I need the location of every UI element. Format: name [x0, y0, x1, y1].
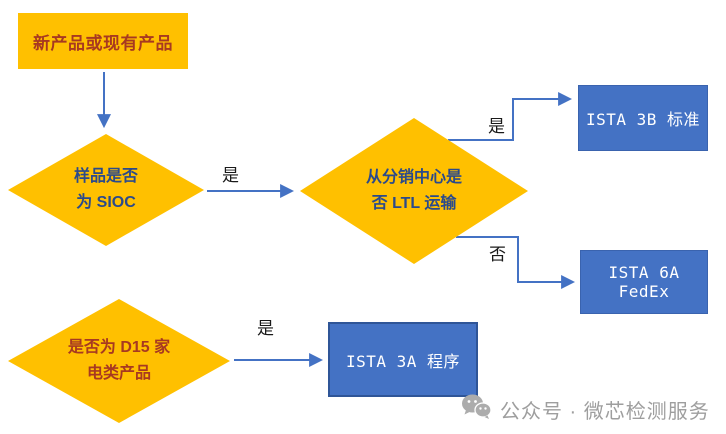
start-node: 新产品或现有产品 — [18, 13, 188, 69]
decision-sioc: 样品是否 为 SIOC — [8, 134, 204, 246]
decision-d15-line1: 是否为 D15 家 — [67, 339, 171, 356]
result-ista-3a: ISTA 3A 程序 — [328, 322, 478, 397]
watermark-text: 公众号 · 微芯检测服务 — [500, 400, 710, 423]
edge-label-sioc-yes: 是 — [222, 166, 239, 185]
result-ista-3b-label: ISTA 3B 标准 — [585, 110, 701, 129]
start-node-label: 新产品或现有产品 — [33, 33, 173, 53]
decision-ltl-line1: 从分销中心是 — [365, 169, 462, 186]
decision-sioc-line1: 样品是否 — [73, 168, 138, 185]
decision-d15-line2: 电类产品 — [86, 365, 151, 382]
result-ista-3b: ISTA 3B 标准 — [578, 85, 708, 151]
edge-label-ltl-yes: 是 — [488, 117, 505, 136]
edge-label-d15-yes: 是 — [257, 319, 274, 338]
connector-ltl-no-to-6a — [456, 236, 576, 289]
result-ista-6a: ISTA 6A FedEx — [580, 250, 708, 314]
result-ista-6a-label: ISTA 6A FedEx — [608, 263, 680, 301]
watermark: 公众号 · 微芯检测服务 — [460, 393, 710, 425]
edge-label-ltl-no: 否 — [489, 245, 506, 264]
decision-ltl-line2: 否 LTL 运输 — [371, 195, 457, 212]
result-ista-3a-label: ISTA 3A 程序 — [345, 351, 461, 371]
decision-d15: 是否为 D15 家 电类产品 — [8, 299, 230, 423]
wechat-icon — [460, 393, 492, 425]
decision-sioc-line2: 为 SIOC — [76, 194, 136, 211]
connector-ltl-yes-to-3b — [448, 92, 573, 141]
